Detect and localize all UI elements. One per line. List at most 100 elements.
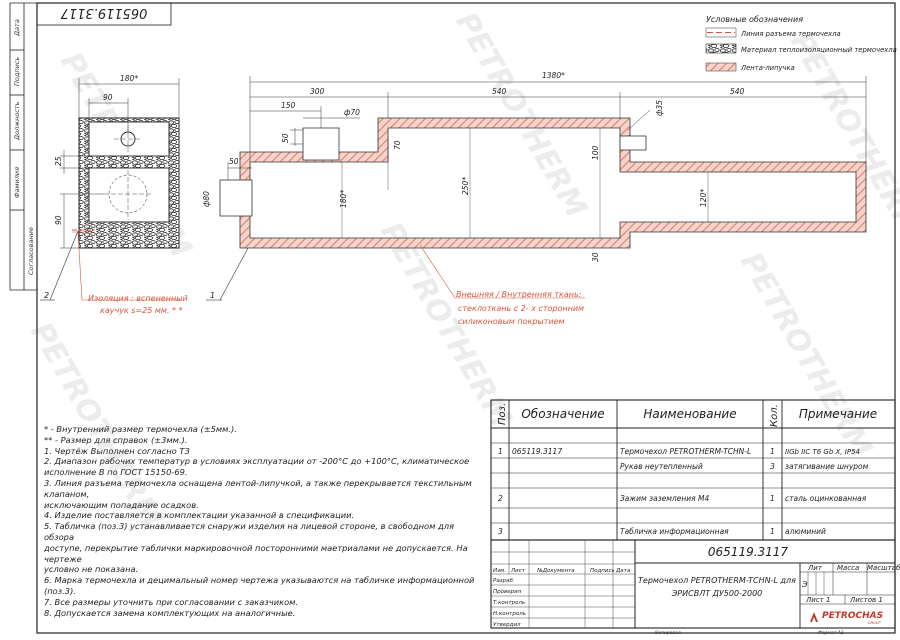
dim-150: 150: [281, 101, 296, 110]
note-2: ** - Размер для справок (±3мм.).: [44, 434, 188, 445]
main-dim-text: 1380* 300 540 540 150 ф70 ф35 50 50 70 1…: [202, 71, 745, 262]
spec-header-note: Примечание: [799, 407, 877, 421]
general-notes: * - Внутренний размер термочехла (±5мм.)…: [44, 424, 484, 618]
dim-25: 25: [54, 156, 63, 166]
legend-insulation-sample: [705, 43, 737, 54]
spec-row1-note: IIGb IIC T6 Gb X, IP54: [785, 448, 860, 456]
note-5: 3. Линия разъема термочехла оснащена лен…: [44, 477, 472, 510]
title-block: [490, 539, 896, 629]
title-col-doc: №Документа: [536, 568, 575, 574]
side-label-post: Должность: [13, 101, 21, 141]
dim-120: 120*: [699, 189, 708, 207]
title-company-sub: GROUP: [868, 621, 881, 625]
callout-insulation-line2: каучук s=25 мм. * *: [100, 306, 183, 315]
side-label-sign: Подпись: [13, 57, 21, 86]
dim-phi70: ф70: [344, 108, 360, 117]
legend-item-velcro: Лента-липучка: [740, 64, 795, 72]
title-row-developer: Разраб.: [493, 578, 515, 584]
dim-90-top: 90: [103, 93, 113, 102]
spec-row4-pos: 3: [498, 527, 503, 536]
dim-30: 30: [591, 252, 600, 262]
side-label-agreement: Согласование: [27, 227, 35, 275]
spec-row3-qty: 1: [770, 494, 775, 503]
dim-100: 100: [591, 145, 600, 160]
spec-row3-pos: 2: [498, 494, 503, 503]
main-dimensions: [227, 76, 867, 180]
legend-title: Условные обозначения: [706, 15, 803, 24]
title-drawing-number: 065119.3117: [708, 545, 789, 559]
callout-pos-1: 1: [210, 291, 215, 300]
spec-row2-note: затягивание шнуром: [785, 462, 869, 471]
footer-copied: Копировал: [655, 630, 681, 636]
spec-row1-qty: 1: [770, 447, 775, 456]
callout-insulation-line1: Изоляция : вспененный: [88, 294, 188, 303]
title-row-ncontrol: Н.контроль: [493, 611, 526, 617]
mirror-number-box: [36, 2, 172, 26]
note-3: 1. Чертёж Выполнен согласно ТЗ: [44, 445, 190, 456]
spec-header-designation: Обозначение: [521, 407, 604, 421]
dim-540-b: 540: [730, 87, 745, 96]
note-10: 8. Допускается замена комплектующих на а…: [44, 607, 296, 618]
side-strip: [9, 2, 37, 291]
dim-phi80: ф80: [202, 191, 211, 207]
footer-format: Формат А3: [818, 630, 844, 636]
spec-header-qty: Кол.: [769, 404, 780, 427]
spec-header-name: Наименование: [643, 407, 736, 421]
title-sheets: Листов 1: [849, 596, 883, 604]
legend-item-split-line: Линия разъема термочехла: [740, 30, 841, 38]
title-product-line1: Термочехол PETROTHERM-TCHN-L для: [638, 576, 796, 585]
callout-fabric-line2: стеклоткань с 2- х сторонним: [458, 304, 584, 313]
cross-section-dimensions: [60, 78, 180, 249]
title-row-approved: Утвердил: [493, 622, 521, 628]
spec-table-text: Поз. Обозначение Наименование Кол. Приме…: [497, 403, 877, 536]
spec-header-pos: Поз.: [497, 403, 508, 425]
legend-item-insulation: Материал теплоизоляционный термочехла: [741, 46, 897, 54]
side-label-date: Дата: [13, 19, 21, 37]
dim-1380: 1380*: [542, 71, 565, 80]
watermark-3: PETROTHERM: [783, 27, 900, 244]
legend-velcro-sample: [705, 62, 737, 72]
spec-row4-qty: 1: [770, 527, 775, 536]
title-sheet: Лист 1: [805, 596, 830, 604]
dim-180-body: 180*: [339, 190, 348, 208]
callout-pos-2: 2: [44, 291, 49, 300]
spec-row3-name: Зажим заземления М4: [620, 494, 709, 503]
outer-frame: [36, 2, 896, 634]
cross-section-dim-text: 180* 90 25 90: [54, 74, 138, 225]
dim-70: 70: [393, 140, 402, 150]
note-7: 5. Табличка (поз.3) устанавливается снар…: [44, 521, 468, 575]
cross-section-view: [72, 117, 180, 249]
company-logo-icon: [810, 612, 818, 622]
note-9: 7. Все размеры уточнить при согласовании…: [44, 596, 299, 607]
note-6: 4. Изделие поставляется в комплектации у…: [44, 510, 355, 521]
side-labels: Дата Подпись Должность Фамилия Согласова…: [13, 19, 35, 275]
mirror-drawing-number: 065119.3117: [60, 5, 148, 20]
dim-180-width: 180*: [120, 74, 138, 83]
side-label-surname: Фамилия: [13, 167, 21, 198]
callout-fabric-line1: Внешняя / Внутренняя ткань:: [456, 290, 582, 299]
title-block-text: 065119.3117 Термочехол PETROTHERM-TCHN-L…: [493, 545, 900, 628]
title-col-sign: Подпись: [590, 568, 615, 574]
spec-row1-name: Термочехол PETROTHERM-TCHN-L: [620, 447, 751, 456]
dim-90-left: 90: [54, 215, 63, 225]
spec-row1-pos: 1: [498, 447, 503, 456]
title-col-sheet: Лист: [510, 568, 526, 574]
title-col-date: Дата: [615, 568, 631, 574]
spec-row4-name: Табличка информационная: [620, 527, 729, 536]
dim-300: 300: [310, 87, 325, 96]
dim-phi35: ф35: [655, 100, 664, 116]
note-1: * - Внутренний размер термочехла (±5мм.)…: [44, 424, 237, 434]
dim-540-a: 540: [492, 87, 507, 96]
dim-50-b: 50: [281, 133, 290, 143]
spec-row2-qty: 3: [770, 462, 775, 471]
spec-row1-designation: 065119.3117: [512, 447, 562, 456]
callout-fabric-line3: силиконовым покрытием: [458, 317, 565, 326]
title-lit-value: Э: [801, 580, 808, 589]
legend: Условные обозначения Линия разъема термо…: [705, 15, 897, 72]
title-product-line2: ЭРИСВЛТ ДУ500-2000: [671, 589, 763, 598]
spec-row2-name: Рукав неутепленный: [620, 462, 703, 471]
note-4: 2. Диапазон рабочих температур в условия…: [44, 456, 470, 478]
spec-row3-note: сталь оцинкованная: [785, 494, 867, 503]
